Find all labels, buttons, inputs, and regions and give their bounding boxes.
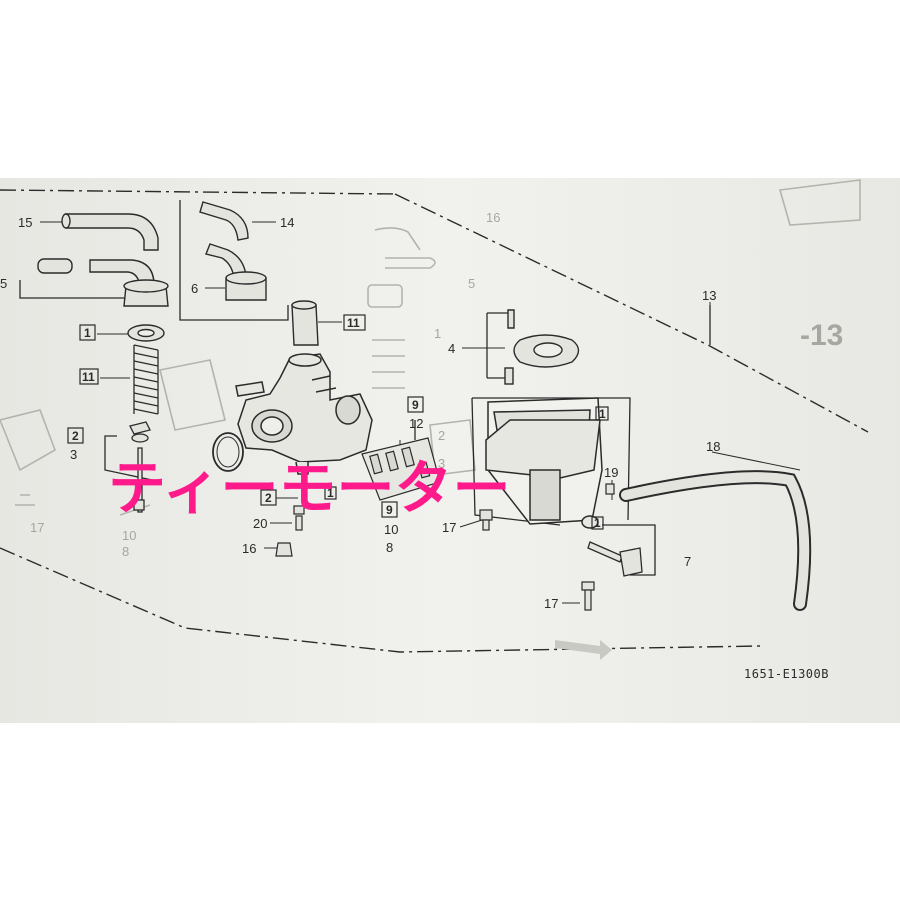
box-label-11a: 11 (82, 370, 95, 384)
svg-text:-13: -13 (800, 319, 843, 352)
box-label-9b: 9 (386, 503, 393, 517)
callout-19: 19 (604, 465, 618, 480)
box-label-2a: 2 (72, 429, 79, 443)
part-17-bolt-b (581, 581, 595, 611)
part-16-jet (275, 542, 293, 557)
box-label-2b: 2 (265, 491, 272, 505)
part-20-screw (293, 505, 305, 531)
part-18-drain-tube (619, 470, 812, 611)
part-14-bent-hose (199, 201, 249, 241)
callout-labels: 15 5 14 6 3 4 12 10 8 13 18 19 7 20 16 1… (0, 215, 720, 611)
dashed-frame (0, 189, 869, 653)
callout-4: 4 (448, 341, 455, 356)
boxed-label-text: 1 11 2 11 2 9 9 1 1 1 (72, 316, 606, 530)
part-7-idle-screw (587, 541, 643, 577)
part-2-3-needle-clip (129, 421, 151, 513)
part-1-washer (127, 324, 165, 342)
part-15-fuel-elbow (61, 213, 159, 251)
box-label-1c: 1 (594, 516, 601, 530)
drawing-reference-code: 1651-E1300B (744, 667, 829, 681)
boxed-labels (67, 314, 609, 530)
part-19-clip (605, 483, 615, 495)
leader-lines (40, 221, 801, 604)
box-label-11b: 11 (347, 316, 360, 330)
part-carburetor-body (235, 353, 373, 475)
callout-3: 3 (70, 447, 77, 462)
box-label-1d: 1 (327, 486, 334, 500)
direction-arrow (555, 640, 612, 660)
part-12-jet-kit (361, 437, 441, 501)
box-label-1b: 1 (599, 407, 606, 421)
callout-17a: 17 (442, 520, 456, 535)
callout-10: 10 (384, 522, 398, 537)
svg-text:3: 3 (438, 456, 445, 471)
callout-18: 18 (706, 439, 720, 454)
callout-20: 20 (253, 516, 267, 531)
part-4-clamp (504, 309, 580, 385)
part-11-sleeve (291, 300, 319, 346)
callout-12: 12 (409, 416, 423, 431)
part-6-cap-fitting (205, 243, 267, 301)
part-11-spring (133, 344, 159, 415)
shop-watermark: ティーモーター (108, 454, 511, 522)
callout-7: 7 (684, 554, 691, 569)
callout-8: 8 (386, 540, 393, 555)
callout-15: 15 (18, 215, 32, 230)
background-labels: 16 5 1 -13 17 10 8 2 3 (30, 210, 843, 559)
box-label-1a: 1 (84, 326, 91, 340)
callout-13: 13 (702, 288, 716, 303)
svg-text:1: 1 (434, 326, 441, 341)
callout-5: 5 (0, 276, 7, 291)
svg-text:17: 17 (30, 520, 44, 535)
part-5-hose-assembly (37, 258, 169, 307)
callout-17b: 17 (544, 596, 558, 611)
callout-16: 16 (242, 541, 256, 556)
svg-text:10: 10 (122, 528, 136, 543)
svg-text:16: 16 (486, 210, 500, 225)
svg-text:8: 8 (122, 544, 129, 559)
callout-6: 6 (191, 281, 198, 296)
part-13-float-chamber (485, 397, 603, 529)
svg-text:2: 2 (438, 428, 445, 443)
svg-text:5: 5 (468, 276, 475, 291)
box-label-9a: 9 (412, 398, 419, 412)
part-gasket-ring (212, 432, 244, 472)
callout-14: 14 (280, 215, 294, 230)
part-17-bolt-a (479, 509, 493, 531)
